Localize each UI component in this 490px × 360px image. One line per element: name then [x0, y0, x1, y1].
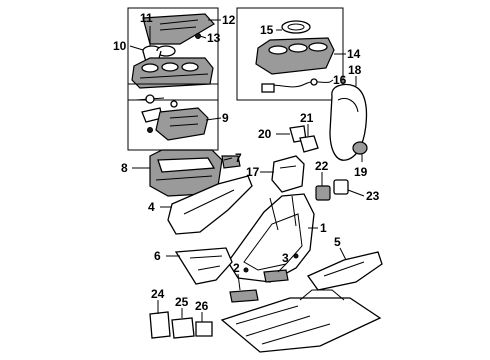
wire-connector	[310, 78, 318, 86]
leader-lines	[129, 19, 365, 322]
lamp-socket	[261, 83, 275, 93]
rear-hole-2	[288, 43, 308, 53]
callout-7: 7	[235, 151, 242, 165]
leader-16	[329, 79, 334, 83]
leader-13	[199, 35, 207, 39]
cup-ring-15	[281, 20, 311, 34]
console-seam	[155, 175, 213, 181]
callout-19: 19	[354, 165, 368, 179]
leader-2	[237, 273, 241, 291]
leader-23	[347, 189, 365, 197]
bracket-2	[229, 289, 259, 303]
armrest-lid	[329, 83, 368, 161]
console-base-1	[227, 193, 315, 283]
bracket-17-detail	[279, 165, 297, 169]
side-panel-6	[174, 247, 233, 285]
panel-4-seam	[183, 189, 235, 215]
hinge-bushing	[145, 94, 155, 104]
bracket-24	[149, 311, 171, 339]
leader-10	[129, 45, 144, 51]
latch-housing	[155, 107, 209, 141]
base-bolt-2	[293, 253, 299, 259]
side-panel-4	[167, 175, 253, 235]
hinge-cap-19	[352, 141, 368, 155]
callout-1: 1	[320, 221, 327, 235]
cup-hole-3	[181, 62, 199, 72]
callout-10: 10	[113, 39, 127, 53]
callout-21: 21	[300, 111, 314, 125]
leader-9	[205, 117, 222, 121]
trim-5-seam	[323, 261, 365, 277]
callout-13: 13	[207, 31, 221, 45]
lid-contour	[337, 98, 359, 113]
console-lid-18	[329, 83, 368, 161]
tunnel-body	[220, 297, 382, 353]
callout-16: 16	[333, 73, 347, 87]
bracket-25	[171, 317, 195, 339]
leader-5	[339, 247, 347, 261]
console-base-inner	[243, 213, 303, 271]
screw-13	[195, 33, 201, 39]
callout-17: 17	[246, 165, 260, 179]
callout-9: 9	[222, 111, 229, 125]
rear-cupholder-group	[236, 7, 344, 101]
callout-14: 14	[347, 47, 361, 61]
switch-23	[333, 179, 349, 195]
washer	[170, 100, 178, 108]
tunnel-hump	[299, 289, 345, 301]
console-upper-top	[157, 157, 216, 173]
lid-ribs	[159, 19, 199, 31]
leader-3	[277, 263, 287, 273]
bracket-3	[263, 269, 289, 283]
bracket-17	[271, 155, 305, 193]
cup-hole-2	[161, 62, 179, 72]
callout-24: 24	[151, 287, 165, 301]
callout-3: 3	[282, 251, 289, 265]
callout-18: 18	[348, 63, 362, 77]
callout-4: 4	[148, 200, 155, 214]
callout-11: 11	[140, 11, 153, 25]
lid-hardware-group	[127, 83, 219, 151]
latch-ribs	[169, 115, 199, 127]
panel-6-detail	[189, 255, 223, 271]
callout-labels: 11 10 12 13 15 14 16 18 9 20 21 19 7 8 1…	[113, 11, 380, 313]
callout-5: 5	[334, 235, 341, 249]
callout-20: 20	[258, 127, 272, 141]
callout-2: 2	[233, 261, 240, 275]
console-base-posts	[269, 195, 297, 231]
latch-screw	[147, 127, 153, 133]
console-upper-7-8	[149, 149, 241, 197]
callout-6: 6	[154, 249, 161, 263]
cup-hole-1	[141, 63, 159, 73]
upper-cupholder-group	[127, 7, 219, 101]
base-bolt-1	[243, 267, 249, 273]
callout-26: 26	[195, 299, 209, 313]
callout-8: 8	[121, 161, 128, 175]
rear-hole-3	[308, 42, 328, 52]
base-seam	[139, 73, 209, 79]
callout-15: 15	[260, 23, 274, 37]
tunnel-ribs	[235, 305, 331, 345]
callout-23: 23	[366, 189, 380, 203]
callout-12: 12	[222, 13, 236, 27]
bracket-26	[195, 321, 213, 337]
rear-hole-1	[268, 45, 288, 55]
switch-22	[315, 185, 331, 201]
cup-ring-inner	[287, 23, 305, 31]
leader-7	[223, 157, 233, 161]
group-box-upper-left	[127, 7, 219, 101]
clip-21	[299, 135, 319, 153]
callout-22: 22	[315, 159, 329, 173]
console-lid-tray	[142, 13, 215, 45]
callout-25: 25	[175, 295, 189, 309]
floor-tunnel	[220, 289, 382, 353]
